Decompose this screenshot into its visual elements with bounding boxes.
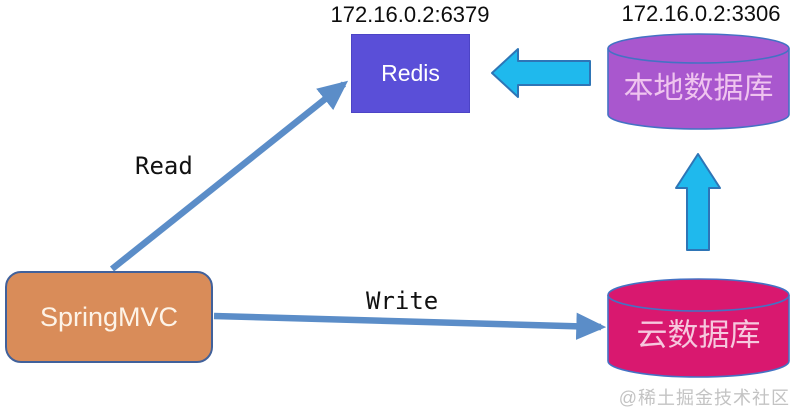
redis-node: Redis bbox=[351, 34, 470, 113]
cloud-database-node: 云数据库 bbox=[607, 278, 790, 378]
redis-node-label: Redis bbox=[381, 60, 440, 86]
redis-ip-label: 172.16.0.2:6379 bbox=[330, 2, 490, 27]
write-arrow bbox=[213, 312, 607, 340]
cloud-database-label: 云数据库 bbox=[636, 317, 761, 353]
read-arrow bbox=[109, 80, 349, 272]
springmvc-node: SpringMVC bbox=[5, 271, 213, 363]
clouddb-to-localdb-arrow bbox=[675, 153, 721, 251]
local-database-node: 本地数据库 bbox=[607, 33, 790, 130]
database-cylinder-icon bbox=[607, 278, 790, 378]
database-cylinder-icon bbox=[607, 33, 790, 130]
watermark: @稀土掘金技术社区 bbox=[618, 388, 790, 408]
read-edge-label: Read bbox=[135, 152, 193, 180]
springmvc-node-label: SpringMVC bbox=[39, 301, 179, 332]
localdb-to-redis-arrow bbox=[491, 48, 591, 98]
localdb-ip-label: 172.16.0.2:3306 bbox=[621, 1, 781, 26]
write-edge-label: Write bbox=[366, 287, 439, 315]
local-database-label: 本地数据库 bbox=[623, 72, 774, 105]
